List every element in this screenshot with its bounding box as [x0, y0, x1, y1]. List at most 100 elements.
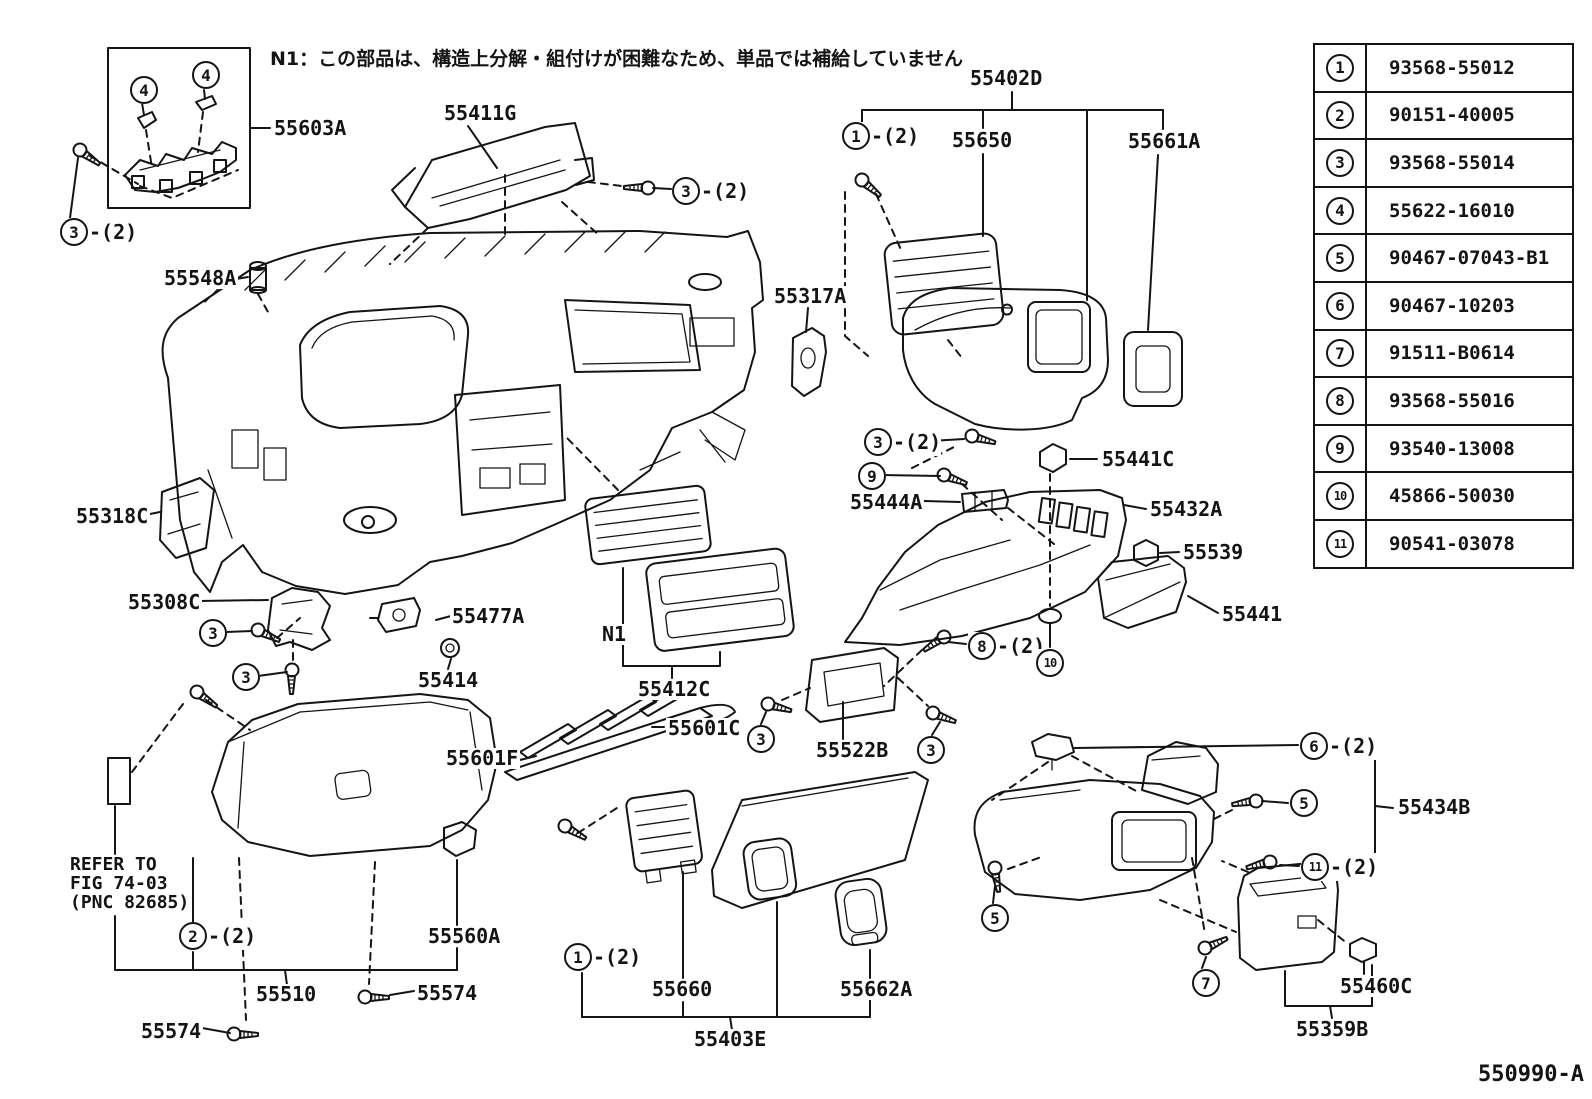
callout-10: 10 [1036, 649, 1064, 677]
callout-7: 7 [1192, 969, 1220, 997]
circled-3: 3 [864, 428, 892, 456]
circled-3: 3 [917, 736, 945, 764]
instrument-panel-drawing [161, 230, 764, 595]
part-label-55414: 55414 [416, 668, 481, 692]
part-label-55432A: 55432A [1148, 497, 1225, 521]
part-label-55548A: 55548A [162, 266, 239, 290]
part-label-55411G: 55411G [442, 101, 519, 125]
refer-note-line2: FIG 74-03 [70, 873, 168, 894]
duct-comb-55601 [504, 681, 736, 781]
circled-3: 3 [672, 177, 700, 205]
bezel-55522B [760, 647, 941, 740]
refer-note-line3: (PNC 82685) [70, 892, 190, 913]
detail-box-55603A [69, 47, 271, 219]
part-label-N1: N1 [600, 622, 629, 646]
clip-55477A [369, 597, 452, 633]
part-label-55441: 55441 [1220, 602, 1285, 626]
circled-4: 4 [130, 76, 158, 104]
part-label-55402D: 55402D [968, 66, 1045, 90]
part-label-55510: 55510 [254, 982, 319, 1006]
ref-circled-7: 7 [1326, 339, 1354, 368]
callout-11-x2: 11-(2) [1301, 853, 1379, 881]
part-label-55441C: 55441C [1100, 447, 1177, 471]
circled-7: 7 [1192, 969, 1220, 997]
callout-qty: -(2) [593, 945, 642, 969]
part-label-55477A: 55477A [450, 604, 527, 628]
part-label-55650: 55650 [950, 128, 1015, 152]
circled-1: 1 [564, 943, 592, 971]
part-number: 93568-55014 [1365, 138, 1574, 188]
circled-10: 10 [1036, 649, 1064, 677]
ref-circled-6: 6 [1326, 291, 1354, 320]
circled-9: 9 [858, 462, 886, 490]
part-label-55460C: 55460C [1338, 974, 1415, 998]
callout-qty: -(2) [1330, 855, 1379, 879]
ref-circled-4: 4 [1326, 196, 1354, 225]
panel-55432A [844, 438, 1180, 687]
callout-4: 4 [192, 61, 220, 89]
part-label-55601F: 55601F [444, 746, 521, 770]
garnish-55411G [389, 122, 672, 265]
part-label-55601C: 55601C [666, 716, 743, 740]
callout-1-x2: 1-(2) [564, 943, 642, 971]
part-number: 93568-55016 [1365, 376, 1574, 426]
circled-3: 3 [60, 218, 88, 246]
console-55434B [973, 733, 1394, 904]
circled-5: 5 [1290, 789, 1318, 817]
part-label-55574-left: 55574 [139, 1019, 204, 1043]
part-label-55403E: 55403E [692, 1027, 769, 1051]
screw-fasteners [69, 139, 1279, 1042]
callout-5: 5 [981, 904, 1009, 932]
callout-4: 4 [130, 76, 158, 104]
part-number: 55622-16010 [1365, 185, 1574, 236]
part-label-55662A: 55662A [838, 977, 915, 1001]
circled-3: 3 [747, 725, 775, 753]
ref-circled-1: 1 [1326, 53, 1354, 82]
callout-qty: -(2) [893, 430, 942, 454]
callout-3: 3 [747, 725, 775, 753]
ref-circled-8: 8 [1326, 386, 1354, 415]
circled-2: 2 [179, 922, 207, 950]
part-number: 93568-55012 [1365, 43, 1574, 93]
callout-qty: -(2) [871, 124, 920, 148]
refer-note-line1: REFER TO [70, 854, 157, 875]
callout-qty: -(2) [1329, 734, 1378, 758]
callout-9: 9 [858, 462, 886, 490]
part-number: 45866-50030 [1365, 471, 1574, 521]
ref-circled-10: 10 [1326, 482, 1354, 511]
ref-circled-5: 5 [1326, 244, 1354, 273]
part-label-55539: 55539 [1181, 540, 1246, 564]
part-number: 90467-10203 [1365, 280, 1574, 331]
part-number: 90541-03078 [1365, 518, 1574, 569]
part-label-55661A: 55661A [1126, 129, 1203, 153]
callout-3-x2: 3-(2) [864, 428, 942, 456]
part-number: 93540-13008 [1365, 423, 1574, 474]
part-label-55317A: 55317A [772, 284, 849, 308]
callout-1-x2: 1-(2) [842, 122, 920, 150]
callout-3: 3 [917, 736, 945, 764]
callout-qty: -(2) [89, 220, 138, 244]
grommet-55414 [440, 638, 460, 670]
figure-code: 550990-A [1478, 1062, 1584, 1087]
table-row: 6 90467-10203 [1313, 280, 1574, 331]
part-label-55574-right: 55574 [415, 981, 480, 1005]
table-row: 1 93568-55012 [1313, 43, 1574, 93]
part-label-55412C: 55412C [636, 677, 713, 701]
callout-3-x2: 3-(2) [672, 177, 750, 205]
callout-5: 5 [1290, 789, 1318, 817]
circled-1: 1 [842, 122, 870, 150]
callout-8-x2: 8-(2) [968, 632, 1046, 660]
callout-6-x2: 6-(2) [1300, 732, 1378, 760]
refer-note: REFER TO FIG 74-03 (PNC 82685) [70, 854, 190, 913]
circled-3: 3 [232, 663, 260, 691]
circled-11: 11 [1301, 853, 1329, 881]
part-label-55318C: 55318C [74, 504, 151, 528]
